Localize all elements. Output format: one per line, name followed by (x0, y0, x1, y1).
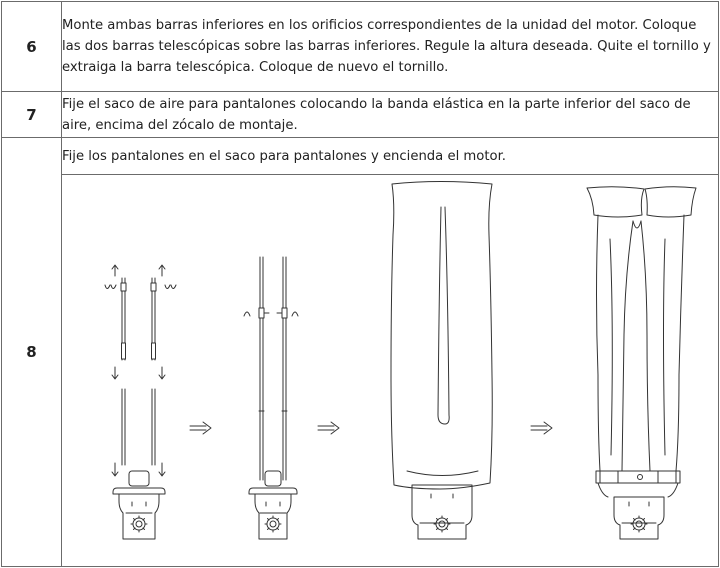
step-row-8: 8 Fije los pantalones en el saco para pa… (1, 137, 719, 567)
step-number: 6 (1, 1, 62, 92)
step-figure-row (2, 174, 719, 567)
step-text: Monte ambas barras inferiores en los ori… (61, 1, 719, 92)
assembly-rods-icon (104, 264, 177, 540)
step-text: Fije los pantalones en el saco para pant… (61, 137, 719, 175)
trousers-on-bag-icon (586, 186, 697, 540)
step-number: 8 (1, 137, 62, 567)
assembly-illustration (104, 181, 697, 540)
arrow-right-icon (189, 421, 212, 435)
assembled-frame-icon (243, 256, 299, 540)
step-number: 7 (1, 91, 62, 138)
step-figure (61, 174, 719, 567)
air-bag-icon (390, 181, 493, 540)
step-row-7: 7 Fije el saco de aire para pantalones c… (1, 91, 719, 138)
step-text: Fije el saco de aire para pantalones col… (61, 91, 719, 138)
arrow-right-icon (317, 421, 340, 435)
arrow-right-icon (530, 421, 553, 435)
step-row-6: 6 Monte ambas barras inferiores en los o… (1, 1, 719, 92)
